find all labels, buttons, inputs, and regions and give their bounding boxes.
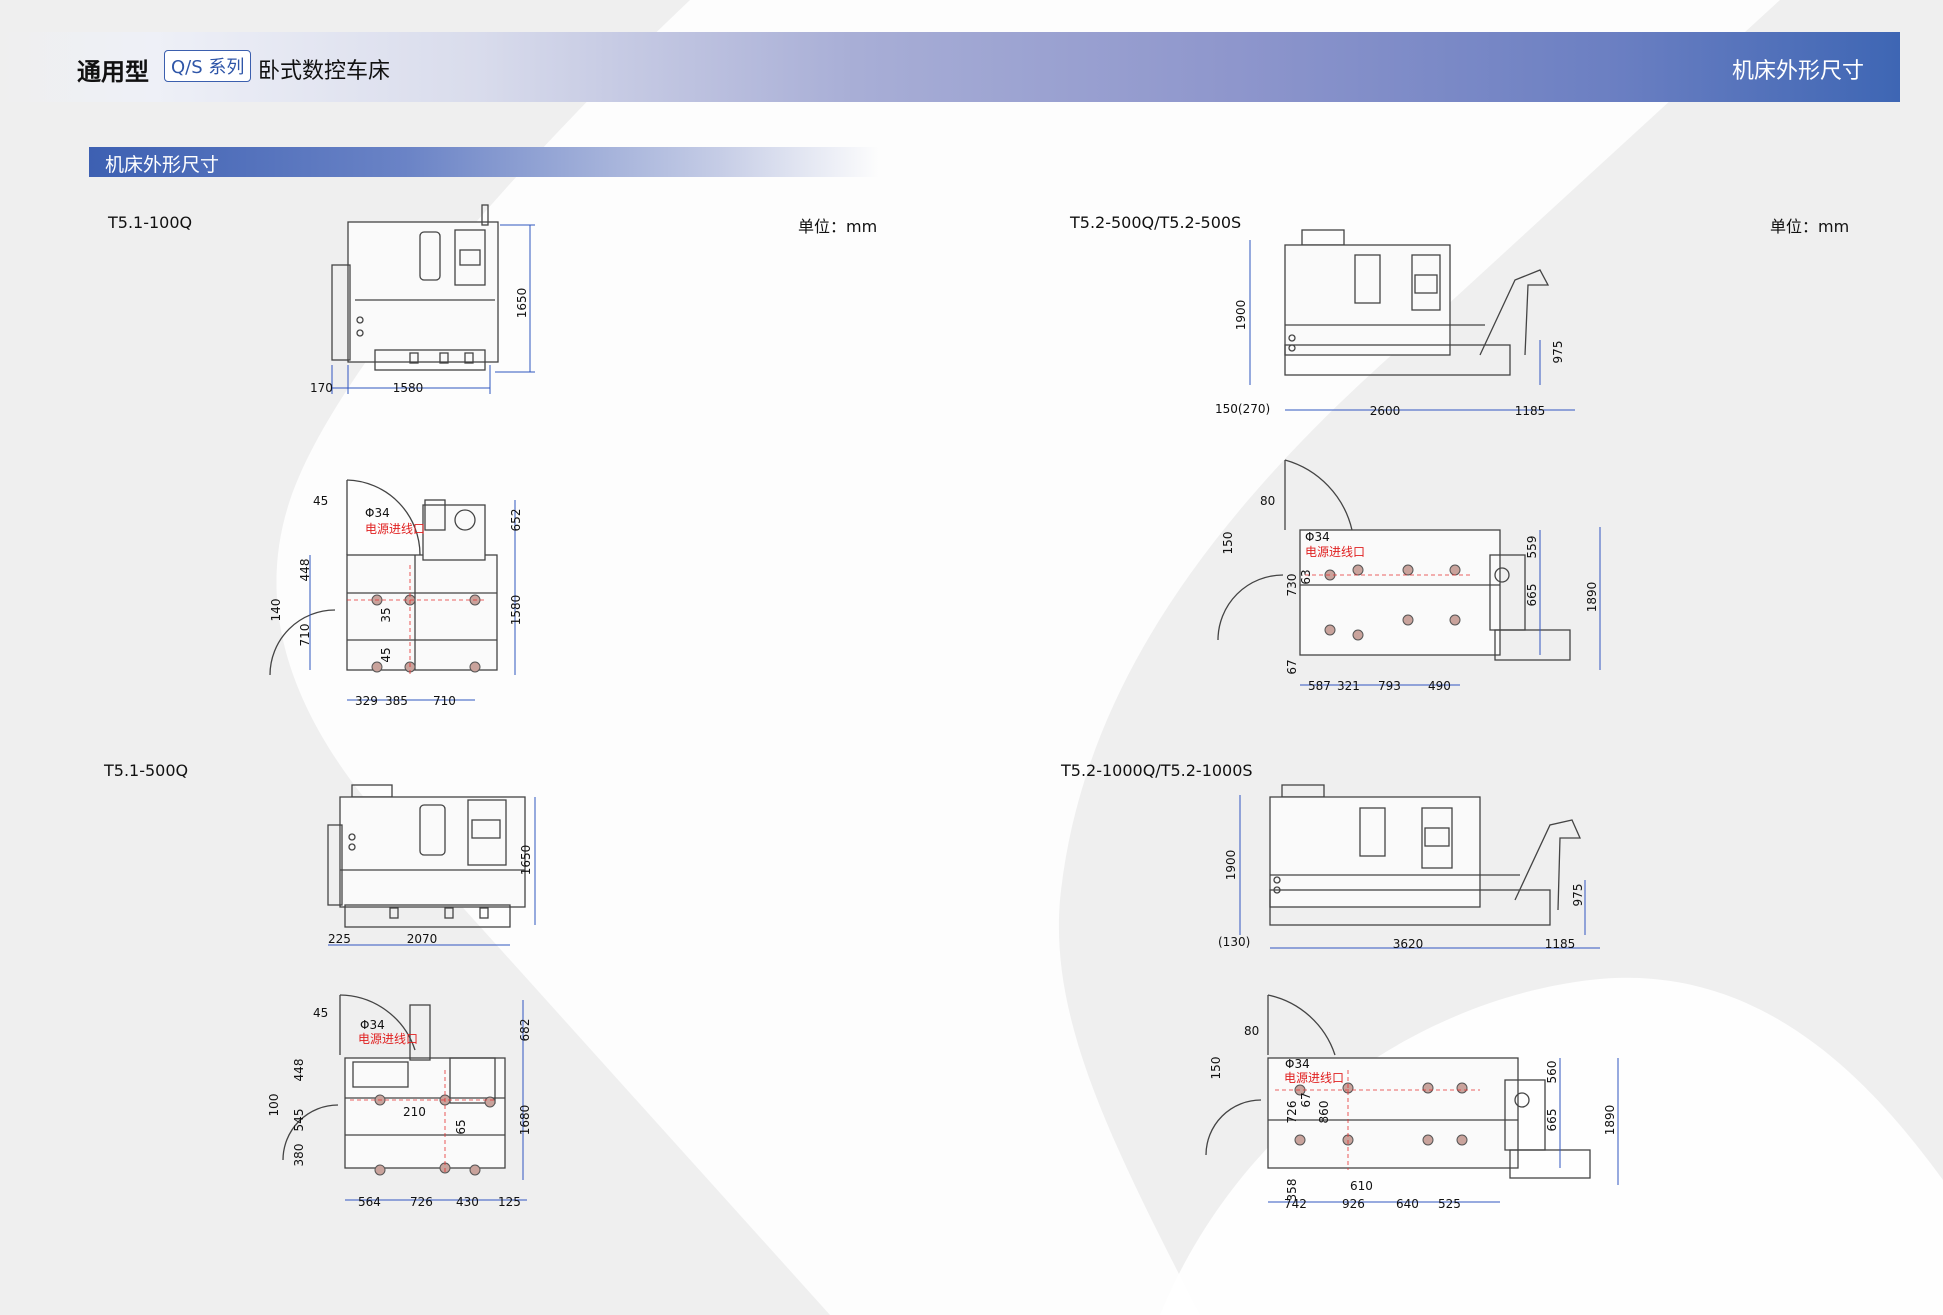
top-view-t51-500q: 45 Φ34 电源进线口 682 1680 448 100 545 380 21… xyxy=(267,994,532,1209)
model-label-t51-500q: T5.1-500Q xyxy=(104,761,189,780)
dim-80: 80 xyxy=(1244,1024,1259,1038)
dim-height: 1900 xyxy=(1234,300,1248,331)
header-brand: 通用型 xyxy=(77,58,149,86)
dim-726: 726 xyxy=(1285,1101,1299,1124)
dim-545: 545 xyxy=(292,1109,306,1132)
dim-975: 975 xyxy=(1571,884,1585,907)
dim-210: 210 xyxy=(403,1105,426,1119)
dim-45: 45 xyxy=(313,494,328,508)
dim-329: 329 xyxy=(355,694,378,708)
dim-559: 559 xyxy=(1525,536,1539,559)
dim-742: 742 xyxy=(1284,1197,1307,1211)
dim-2600: 2600 xyxy=(1370,404,1401,418)
header-right-title: 机床外形尺寸 xyxy=(1731,59,1864,84)
dim-length: 1580 xyxy=(393,381,424,395)
front-view-t52-500: 1900 975 150(270) 2600 1185 xyxy=(1215,229,1575,418)
dim-63: 63 xyxy=(1299,569,1313,584)
dim-left: 170 xyxy=(310,381,333,395)
dim-860: 860 xyxy=(1317,1101,1331,1124)
dim-100: 100 xyxy=(267,1094,281,1117)
dim-1185: 1185 xyxy=(1545,937,1576,951)
dim-150: 150 xyxy=(1209,1057,1223,1080)
dim-926: 926 xyxy=(1342,1197,1365,1211)
model-label-t51-100q: T5.1-100Q xyxy=(108,213,193,232)
dim-3620: 3620 xyxy=(1393,937,1424,951)
dim-358: 358 xyxy=(1285,1179,1299,1202)
power-inlet-label: 电源进线口 xyxy=(365,522,425,536)
dim-2070: 2070 xyxy=(407,932,438,946)
dim-80: 80 xyxy=(1260,494,1275,508)
dim-67: 67 xyxy=(1299,1092,1313,1107)
top-view-t51-100q: 45 Φ34 电源进线口 652 1580 448 140 710 35 45 … xyxy=(269,479,523,708)
dim-793: 793 xyxy=(1378,679,1401,693)
dim-1890: 1890 xyxy=(1603,1105,1617,1136)
dim-430: 430 xyxy=(456,1195,479,1209)
dim-left: 150(270) xyxy=(1215,402,1270,416)
dim-225: 225 xyxy=(328,932,351,946)
dim-321: 321 xyxy=(1337,679,1360,693)
dim-652: 652 xyxy=(509,509,523,532)
dim-150: 150 xyxy=(1221,532,1235,555)
dim-height: 1650 xyxy=(515,288,529,319)
dim-380: 380 xyxy=(292,1144,306,1167)
dim-35: 35 xyxy=(379,607,393,622)
dim-490: 490 xyxy=(1428,679,1451,693)
dim-640: 640 xyxy=(1396,1197,1419,1211)
dim-525: 525 xyxy=(1438,1197,1461,1211)
front-view-t51-100q: 1650 170 1580 xyxy=(310,204,535,395)
product-name: 卧式数控车床 xyxy=(258,59,391,84)
model-label-t52-1000: T5.2-1000Q/T5.2-1000S xyxy=(1061,761,1253,780)
dim-height: 1900 xyxy=(1224,850,1238,881)
dim-125: 125 xyxy=(498,1195,521,1209)
dim-1185: 1185 xyxy=(1515,404,1546,418)
front-view-t51-500q: 1650 225 2070 xyxy=(327,784,536,946)
dim-1680: 1680 xyxy=(518,1105,532,1136)
dim-665: 665 xyxy=(1525,584,1539,607)
pipe-diameter: Φ34 xyxy=(1285,1057,1310,1071)
dim-1580: 1580 xyxy=(509,595,523,626)
pipe-diameter: Φ34 xyxy=(360,1018,385,1032)
dim-560: 560 xyxy=(1545,1061,1559,1084)
dim-45: 45 xyxy=(313,1006,328,1020)
pipe-diameter: Φ34 xyxy=(1305,530,1330,544)
dim-730: 730 xyxy=(1285,574,1299,597)
dim-height: 1650 xyxy=(519,845,533,876)
series-badge: Q/S 系列 xyxy=(164,50,252,82)
unit-label-right: 单位：mm xyxy=(1770,217,1850,236)
pipe-diameter: Φ34 xyxy=(365,506,390,520)
dim-65: 65 xyxy=(454,1119,468,1134)
top-view-t52-500: 80 150 Φ34 电源进线口 730 63 67 559 665 1890 … xyxy=(1217,459,1601,693)
dim-130: (130) xyxy=(1218,935,1250,949)
dim-45b: 45 xyxy=(379,647,393,662)
page-header: 通用型 Q/S 系列 卧式数控车床 机床外形尺寸 xyxy=(0,32,1900,102)
dim-67: 67 xyxy=(1285,659,1299,674)
dim-140: 140 xyxy=(269,599,283,622)
dim-1890: 1890 xyxy=(1585,582,1599,613)
dim-710-v: 710 xyxy=(298,624,312,647)
dim-564: 564 xyxy=(358,1195,381,1209)
power-inlet-label: 电源进线口 xyxy=(1305,545,1365,559)
front-view-t52-1000: 1900 975 (130) 3620 1185 xyxy=(1218,784,1600,951)
dim-587: 587 xyxy=(1308,679,1331,693)
dim-610: 610 xyxy=(1350,1179,1373,1193)
section-title: 机床外形尺寸 xyxy=(105,154,220,176)
power-inlet-label: 电源进线口 xyxy=(358,1032,418,1046)
dim-448: 448 xyxy=(298,559,312,582)
dim-665: 665 xyxy=(1545,1109,1559,1132)
dim-385: 385 xyxy=(385,694,408,708)
dim-682: 682 xyxy=(518,1019,532,1042)
dim-726: 726 xyxy=(410,1195,433,1209)
power-inlet-label: 电源进线口 xyxy=(1284,1071,1344,1085)
dim-975: 975 xyxy=(1551,341,1565,364)
unit-label-left: 单位：mm xyxy=(798,217,878,236)
top-view-t52-1000: 80 150 Φ34 电源进线口 726 67 860 610 358 560 … xyxy=(1205,994,1619,1211)
section-title-bar: 机床外形尺寸 xyxy=(89,147,879,177)
dim-710-h: 710 xyxy=(433,694,456,708)
model-label-t52-500: T5.2-500Q/T5.2-500S xyxy=(1070,213,1242,232)
dim-448: 448 xyxy=(292,1059,306,1082)
